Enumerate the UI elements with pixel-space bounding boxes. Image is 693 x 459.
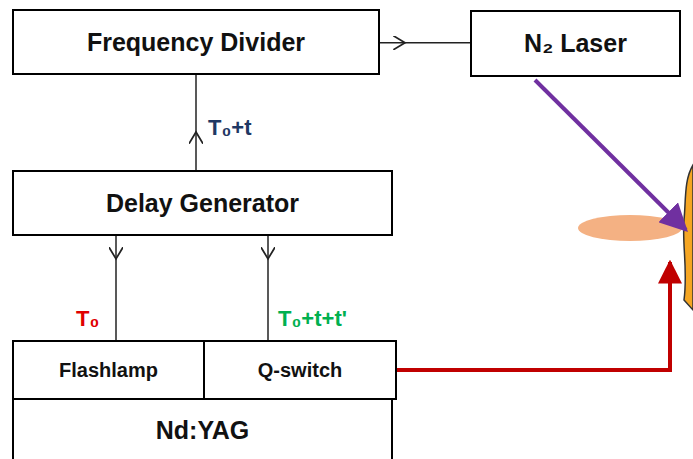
node-label: Frequency Divider: [87, 28, 305, 57]
connector-arrow: [115, 236, 117, 340]
plasma-plume: [578, 215, 682, 241]
node-label: N₂ Laser: [524, 29, 627, 58]
laser-box: N₂ Laser: [470, 10, 681, 77]
signal-label: T₀+t+t': [276, 306, 349, 332]
node-label: Flashlamp: [59, 359, 158, 382]
node-label: Q-switch: [258, 359, 342, 382]
node-label: Delay Generator: [106, 189, 299, 218]
laser-housing: Nd:YAG Flashlamp Q-switch: [12, 340, 393, 459]
text-holder: Delay Generator: [14, 172, 391, 234]
text-holder: Frequency Divider: [14, 11, 378, 73]
component-box: Q-switch: [203, 340, 397, 400]
process-box: Frequency Divider: [12, 9, 380, 75]
n2-laser-beam: [535, 80, 686, 230]
connector-arrow: [195, 75, 197, 170]
node-label: Nd:YAG: [156, 416, 250, 445]
connector-arrow: [267, 236, 269, 340]
component-box: Flashlamp: [12, 340, 205, 400]
text-holder: Flashlamp: [14, 342, 203, 398]
process-box: Delay Generator: [12, 170, 393, 236]
text-holder: N₂ Laser: [472, 12, 679, 75]
sample-target: [684, 165, 693, 310]
ndyag-laser-beam: [393, 262, 670, 370]
text-holder: Nd:YAG: [14, 400, 391, 459]
signal-label: T₀: [74, 306, 101, 332]
connector-arrow: [380, 42, 470, 44]
signal-label: T₀+t: [206, 115, 254, 141]
text-holder: Q-switch: [205, 342, 395, 398]
